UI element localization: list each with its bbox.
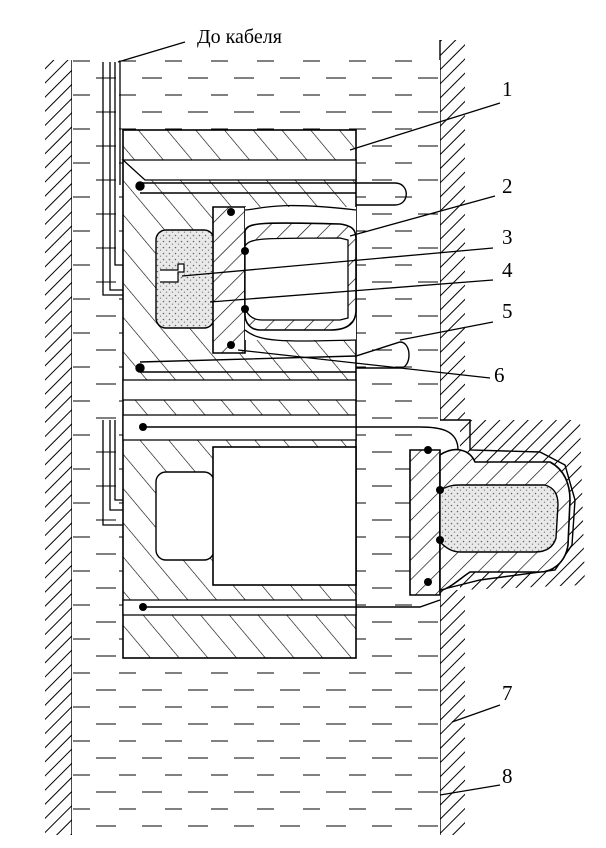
callout-2: 2 — [502, 174, 513, 198]
upper-charge-chamber — [155, 204, 357, 354]
callout-1: 1 — [502, 77, 513, 101]
callout-7: 7 — [502, 681, 513, 705]
callout-6: 6 — [494, 363, 505, 387]
formation-rock-right — [439, 40, 585, 835]
lower-charge-chamber — [155, 446, 357, 586]
callout-4: 4 — [502, 258, 513, 282]
cable-label: До кабеля — [197, 26, 282, 48]
formation-rock-left — [45, 60, 73, 835]
callout-3: 3 — [502, 225, 513, 249]
ejected-charge — [409, 446, 571, 596]
detonating-cord-lower — [143, 426, 459, 608]
callout-5: 5 — [502, 299, 513, 323]
callout-leaders — [181, 102, 501, 796]
callout-8: 8 — [502, 764, 513, 788]
